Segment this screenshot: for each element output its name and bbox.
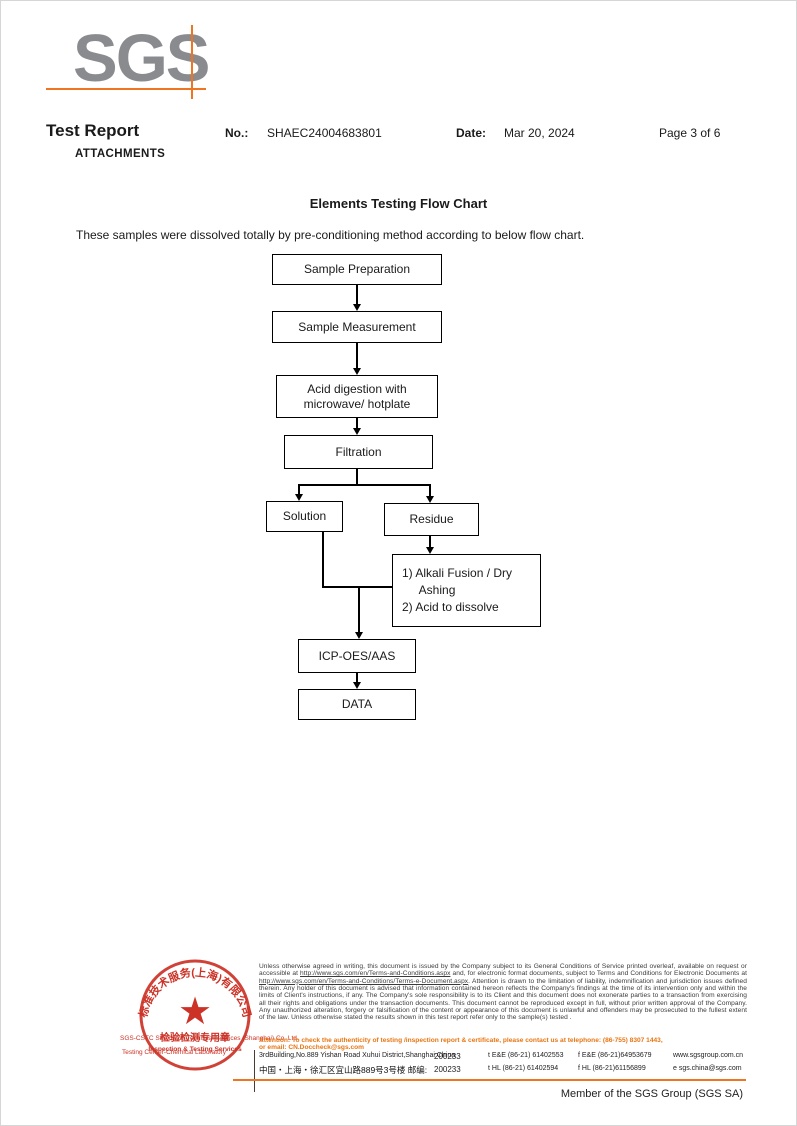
arrow-down-icon — [353, 682, 361, 689]
sgs-logo: SGS — [73, 21, 210, 96]
legal-part1: Unless otherwise agreed in writing, this… — [259, 963, 747, 978]
arrow-down-icon — [353, 368, 361, 375]
logo-crosshair-horizontal — [46, 88, 206, 90]
flow-node-data: DATA — [298, 689, 416, 720]
connector — [356, 469, 358, 485]
sgs-email-link[interactable]: e sgs.china@sgs.com — [673, 1065, 742, 1072]
address-divider — [254, 1050, 255, 1092]
legal-disclaimer: Unless otherwise agreed in writing, this… — [259, 963, 747, 1022]
attention-line2-prefix: or email: — [259, 1044, 289, 1052]
connector — [322, 586, 392, 588]
stamp-ring — [139, 959, 251, 1071]
flow-node-icp-oes-aas: ICP-OES/AAS — [298, 639, 416, 673]
arrow-down-icon — [426, 496, 434, 503]
stamp-cn-line: 检验检测专用章 — [160, 1031, 230, 1044]
footer-rule — [233, 1079, 746, 1081]
flow-node-filtration: Filtration — [284, 435, 433, 469]
legal-part2: and, for electronic format documents, su… — [450, 970, 747, 978]
stamp-lab-name: Testing Center-Chemical Laboratory — [122, 1049, 227, 1056]
connector — [358, 587, 360, 632]
report-date-label: Date: — [456, 126, 487, 140]
doccheck-email-link[interactable]: CN.Doccheck@sgs.com — [288, 1044, 365, 1052]
connector — [356, 285, 358, 304]
fax-hl: f HL (86-21)61156899 — [578, 1065, 646, 1072]
address-cn-zip: 200233 — [434, 1065, 461, 1074]
inspection-stamp: 标准技术服务(上海)有限公司 ★ 检验检测专用章 Inspection & Te… — [135, 959, 253, 1071]
report-no-value: SHAEC24004683801 — [267, 126, 382, 140]
tel-hl: t HL (86-21) 61402594 — [488, 1065, 559, 1072]
arrow-down-icon — [426, 547, 434, 554]
fax-ee: f E&E (86-21)64953679 — [578, 1052, 652, 1059]
flowchart-title: Elements Testing Flow Chart — [309, 196, 488, 211]
page-indicator: Page 3 of 6 — [659, 126, 721, 140]
tel-ee: t E&E (86-21) 61402553 — [488, 1052, 564, 1059]
attention-note: Attention: To check the authenticity of … — [259, 1037, 749, 1051]
member-note: Member of the SGS Group (SGS SA) — [560, 1088, 743, 1100]
report-subtitle: ATTACHMENTS — [75, 148, 166, 160]
connector — [356, 673, 358, 682]
terms-e-document-link[interactable]: http://www.sgs.com/en/Terms-and-Conditio… — [259, 977, 469, 985]
address-cn: 中国・上海・徐汇区宜山路889号3号楼 邮编: — [259, 1065, 428, 1075]
connector — [429, 484, 431, 496]
arrow-down-icon — [353, 304, 361, 311]
connector — [429, 536, 431, 547]
report-title: Test Report — [46, 121, 140, 140]
flow-node-alkali-fusion: 1) Alkali Fusion / Dry Ashing 2) Acid to… — [392, 554, 541, 627]
flow-node-residue: Residue — [384, 503, 479, 536]
connector — [356, 343, 358, 368]
arrow-down-icon — [295, 494, 303, 501]
connector — [298, 484, 300, 494]
report-no-label: No.: — [225, 126, 249, 140]
stamp-company-name: SGS-CSTC Standards Technical Services (S… — [120, 1035, 299, 1042]
connector — [322, 532, 324, 587]
flow-node-sample-preparation: Sample Preparation — [272, 254, 442, 285]
connector — [356, 418, 358, 428]
flow-node-acid-digestion: Acid digestion with microwave/ hotplate — [276, 375, 438, 418]
report-date-value: Mar 20, 2024 — [504, 126, 575, 140]
address-en-zip: 200233 — [434, 1052, 461, 1061]
stamp-en-line: Inspection & Testing Services — [148, 1046, 242, 1053]
intro-text: These samples were dissolved totally by … — [76, 228, 585, 242]
connector — [298, 484, 430, 486]
flow-node-solution: Solution — [266, 501, 343, 532]
sgs-website-link[interactable]: www.sgsgroup.com.cn — [673, 1052, 744, 1059]
arrow-down-icon — [355, 632, 363, 639]
terms-link[interactable]: http://www.sgs.com/en/Terms-and-Conditio… — [300, 970, 451, 978]
arrow-down-icon — [353, 428, 361, 435]
flow-node-sample-measurement: Sample Measurement — [272, 311, 442, 343]
legal-part3: . Attention is drawn to the limitation o… — [259, 977, 747, 1022]
logo-crosshair-vertical — [191, 25, 193, 99]
address-en: 3rdBuilding,No.889 Yishan Road Xuhui Dis… — [259, 1052, 456, 1059]
stamp-star-icon: ★ — [178, 991, 212, 1033]
attention-line1: Attention: To check the authenticity of … — [259, 1037, 663, 1044]
